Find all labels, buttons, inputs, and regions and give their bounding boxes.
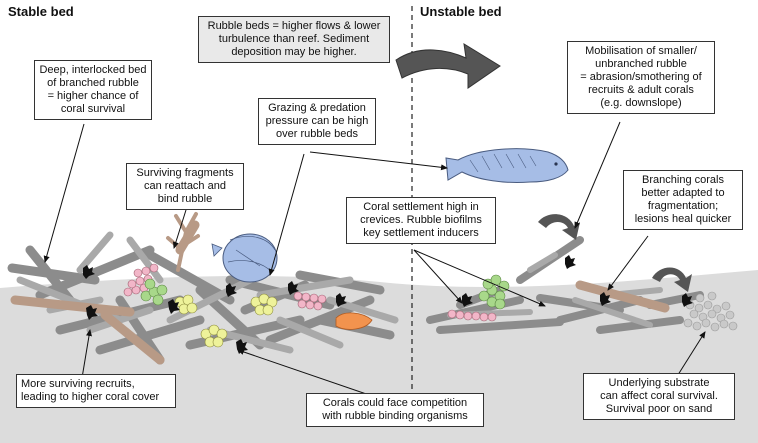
yellow-coral: [174, 294, 198, 315]
yellow-coral: [200, 324, 228, 348]
pink-coral: [293, 291, 327, 311]
flow-arrow: [395, 43, 501, 89]
stable-bed-heading: Stable bed: [8, 4, 74, 19]
mobilisation-arrow: [538, 214, 580, 240]
green-coral: [478, 274, 510, 310]
callout-pointers: [43, 121, 706, 399]
yellow-coral: [250, 293, 278, 316]
mobilisation-arrow: [652, 267, 692, 292]
encrusting-organism: [335, 312, 373, 330]
parrotfish: [445, 148, 569, 183]
pink-coral: [447, 309, 497, 322]
unstable-bed-heading: Unstable bed: [420, 4, 502, 19]
callout-recruits: More surviving recruits,leading to highe…: [16, 374, 176, 408]
callout-mobilisation: Mobilisation of smaller/unbranched rubbl…: [567, 41, 715, 114]
butterflyfish: [211, 233, 278, 283]
green-coral: [140, 278, 168, 306]
pink-coral: [123, 263, 159, 297]
